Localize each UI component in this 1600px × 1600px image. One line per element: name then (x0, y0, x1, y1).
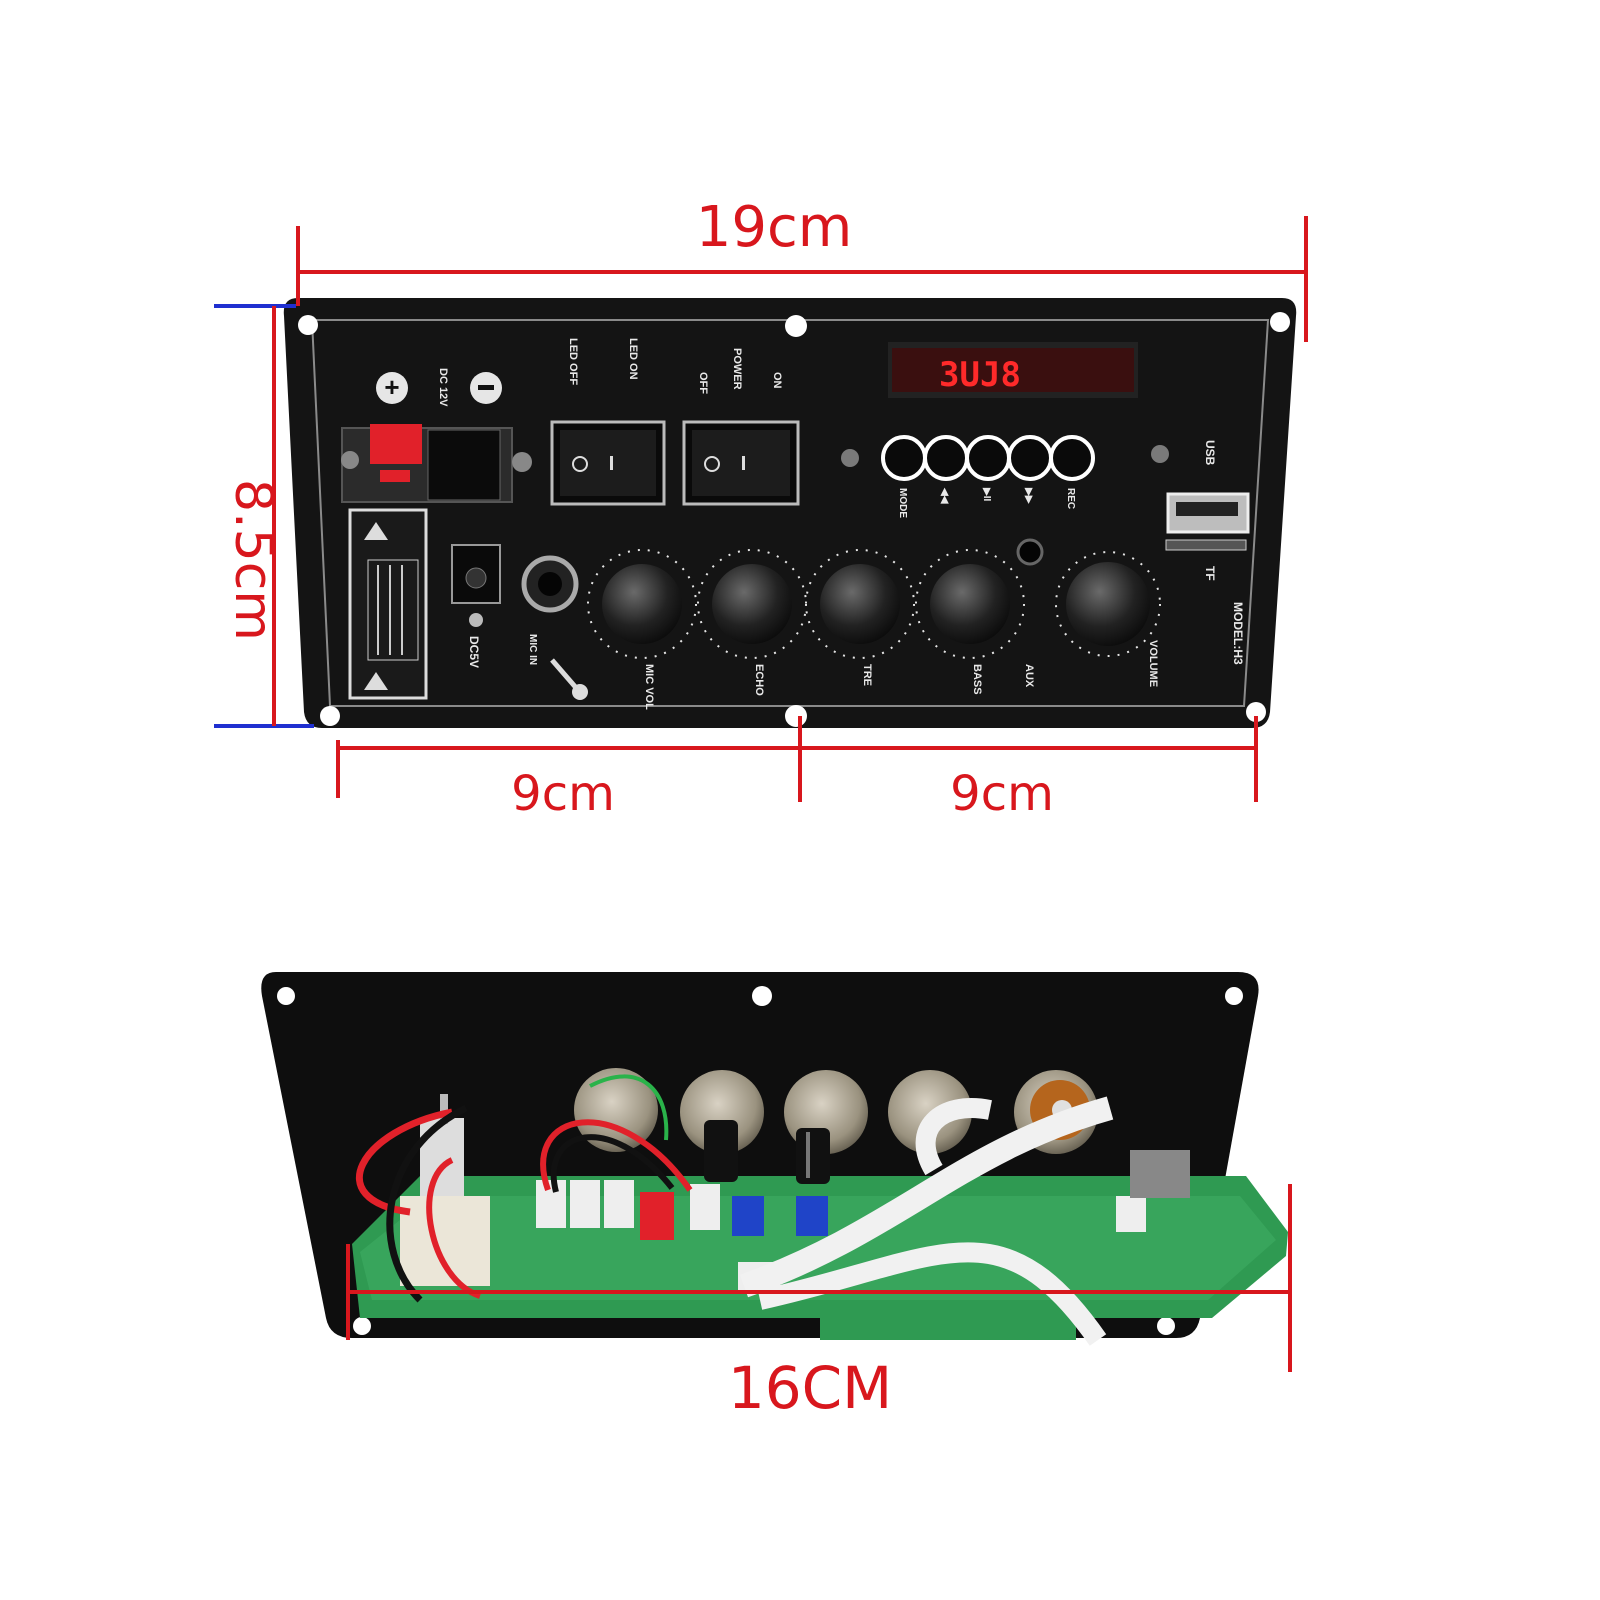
warning-label (348, 508, 428, 700)
mic-in-label: MIC IN (527, 634, 538, 665)
echo-knob[interactable] (697, 549, 807, 659)
mount-hole (298, 315, 318, 335)
prev-button[interactable] (923, 435, 969, 481)
dimension-19cm: 19cm (296, 195, 1308, 342)
height-8-5cm-label: 8.5cm (223, 479, 283, 641)
aux-label: AUX (1023, 664, 1035, 688)
tf-slot[interactable] (1165, 539, 1247, 551)
board-16cm-label: 16CM (728, 1354, 892, 1422)
mode-button[interactable] (881, 435, 927, 481)
aux-jack[interactable] (1016, 538, 1044, 566)
dimension-9cm-pair: 9cm 9cm (336, 716, 1258, 822)
led-on-label: LED ON (627, 338, 639, 380)
speaker-terminal-red[interactable] (370, 424, 422, 464)
off-label: OFF (697, 372, 709, 394)
svg-text:+: + (384, 372, 399, 402)
volume-knob[interactable] (1055, 551, 1161, 657)
tre-label: TRE (861, 664, 873, 686)
speaker-terminal-black[interactable] (427, 429, 501, 501)
led-off-label: LED OFF (567, 338, 579, 385)
play-label: ▶II (981, 487, 992, 501)
microphone-icon (550, 658, 588, 700)
mount-hole (1246, 702, 1266, 722)
mount-hole (1157, 1317, 1175, 1335)
mount-hole (752, 986, 772, 1006)
knob-row (587, 538, 1161, 659)
blue-jumper (732, 1196, 764, 1236)
right-9cm-label: 9cm (950, 766, 1054, 822)
mount-hole (785, 315, 807, 337)
dimension-16cm: 16CM (346, 1184, 1292, 1422)
tf-label: TF (1203, 566, 1217, 581)
dc12v-label: DC 12V (437, 368, 449, 407)
plus-icon (376, 372, 408, 404)
bass-label: BASS (971, 664, 983, 695)
dc5v-label: DC5V (467, 636, 481, 668)
blue-jumper (796, 1196, 828, 1236)
echo-label: ECHO (753, 664, 765, 696)
rec-button[interactable] (1049, 435, 1095, 481)
rear-view (261, 972, 1288, 1346)
mic-vol-label: MIC VOL (643, 664, 655, 710)
mount-hole (353, 1317, 371, 1335)
left-9cm-label: 9cm (511, 766, 615, 822)
mount-hole (785, 705, 807, 727)
display-text: 3UJ8 (939, 355, 1021, 395)
model-label: MODEL:H3 (1231, 602, 1245, 665)
mount-hole (1270, 312, 1290, 332)
mount-hole (320, 706, 340, 726)
volume-label: VOLUME (1147, 640, 1159, 687)
usb-label: USB (1203, 440, 1217, 466)
next-button[interactable] (1007, 435, 1053, 481)
control-buttons (881, 435, 1095, 481)
power-label: POWER (731, 348, 743, 390)
red-connector (640, 1192, 674, 1240)
prev-label: ◀◀ (939, 487, 950, 504)
mic-vol-knob[interactable] (587, 549, 697, 659)
next-label: ▶▶ (1023, 487, 1034, 505)
width-19cm-label: 19cm (696, 195, 853, 260)
on-label: ON (771, 372, 783, 389)
mode-label: MODE (897, 488, 908, 518)
rec-label: REC (1065, 488, 1076, 509)
mount-hole (1225, 987, 1243, 1005)
bass-knob[interactable] (915, 549, 1025, 659)
mount-hole (277, 987, 295, 1005)
front-panel: + DC 12V LED OFF LED ON OFF POWER ON (283, 298, 1297, 728)
treble-knob[interactable] (805, 549, 915, 659)
dimension-8-5cm: 8.5cm (214, 304, 314, 728)
play-pause-button[interactable] (965, 435, 1011, 481)
